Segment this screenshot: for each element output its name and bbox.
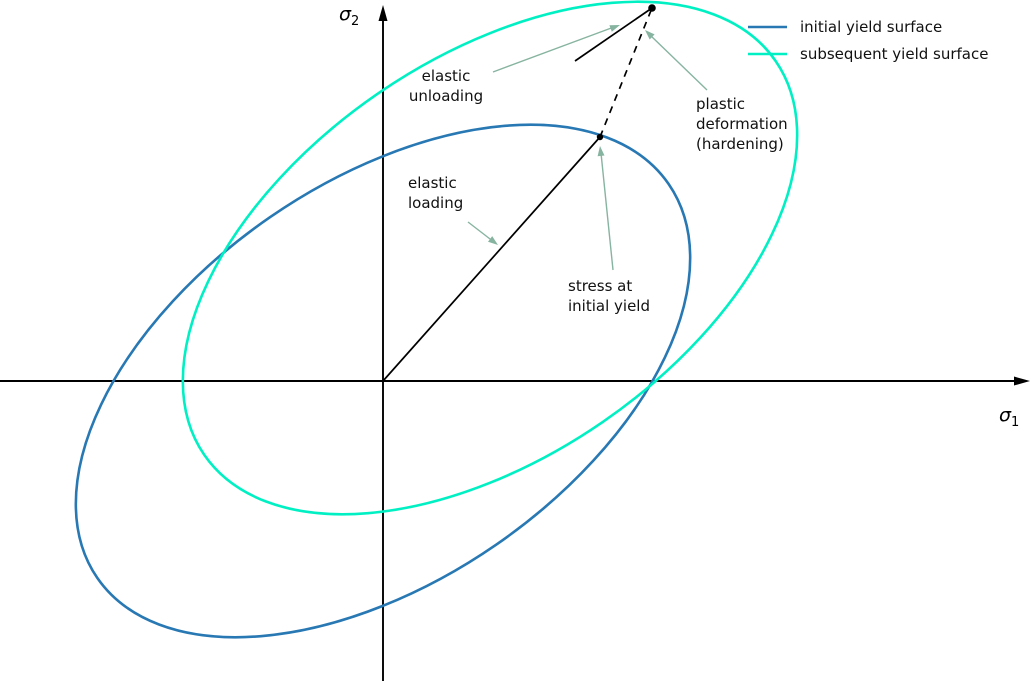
initial-yield-point-dot [596, 133, 604, 141]
elastic-loading-label: elastic loading [408, 174, 464, 212]
y-axis-arrowhead-icon [378, 5, 388, 21]
y-axis-label: σ2 [339, 3, 360, 29]
hardened-stress-point-dot [648, 4, 656, 12]
elastic-loading-line [382, 136, 601, 382]
elastic-unloading-line [574, 7, 653, 62]
elastic-loading-arrow [467, 221, 493, 242]
subsequent-yield-surface-curve [181, 0, 799, 516]
legend-label-subsequent: subsequent yield surface [800, 44, 989, 63]
initial-yield-line-swatch [748, 25, 787, 28]
legend-item-subsequent: subsequent yield surface [748, 40, 988, 67]
legend-item-initial: initial yield surface [748, 13, 988, 40]
elastic-unloading-label: elastic unloading [408, 67, 484, 105]
initial-yield-surface-curve [74, 123, 692, 639]
legend: initial yield surface subsequent yield s… [748, 13, 988, 67]
x-axis-arrowhead-icon [1014, 376, 1030, 386]
x-axis-label: σ1 [999, 404, 1020, 430]
plastic-deformation-arrow [649, 34, 708, 91]
elastic-unloading-arrow [492, 26, 615, 73]
stress-at-initial-yield-arrow [600, 152, 614, 271]
plastic-deformation-arrowhead-icon [645, 30, 655, 40]
subsequent-yield-line-swatch [748, 52, 787, 55]
elastic-loading-arrowhead-icon [488, 236, 498, 245]
legend-label-initial: initial yield surface [800, 17, 943, 36]
plastic-hardening-dashed-line [599, 7, 653, 138]
plastic-deformation-label: plastic deformation (hardening) [696, 95, 788, 153]
elastic-unloading-arrowhead-icon [609, 25, 620, 32]
stress-at-initial-yield-arrowhead-icon [597, 146, 605, 157]
stress-at-initial-yield-label: stress at initial yield [568, 277, 650, 315]
